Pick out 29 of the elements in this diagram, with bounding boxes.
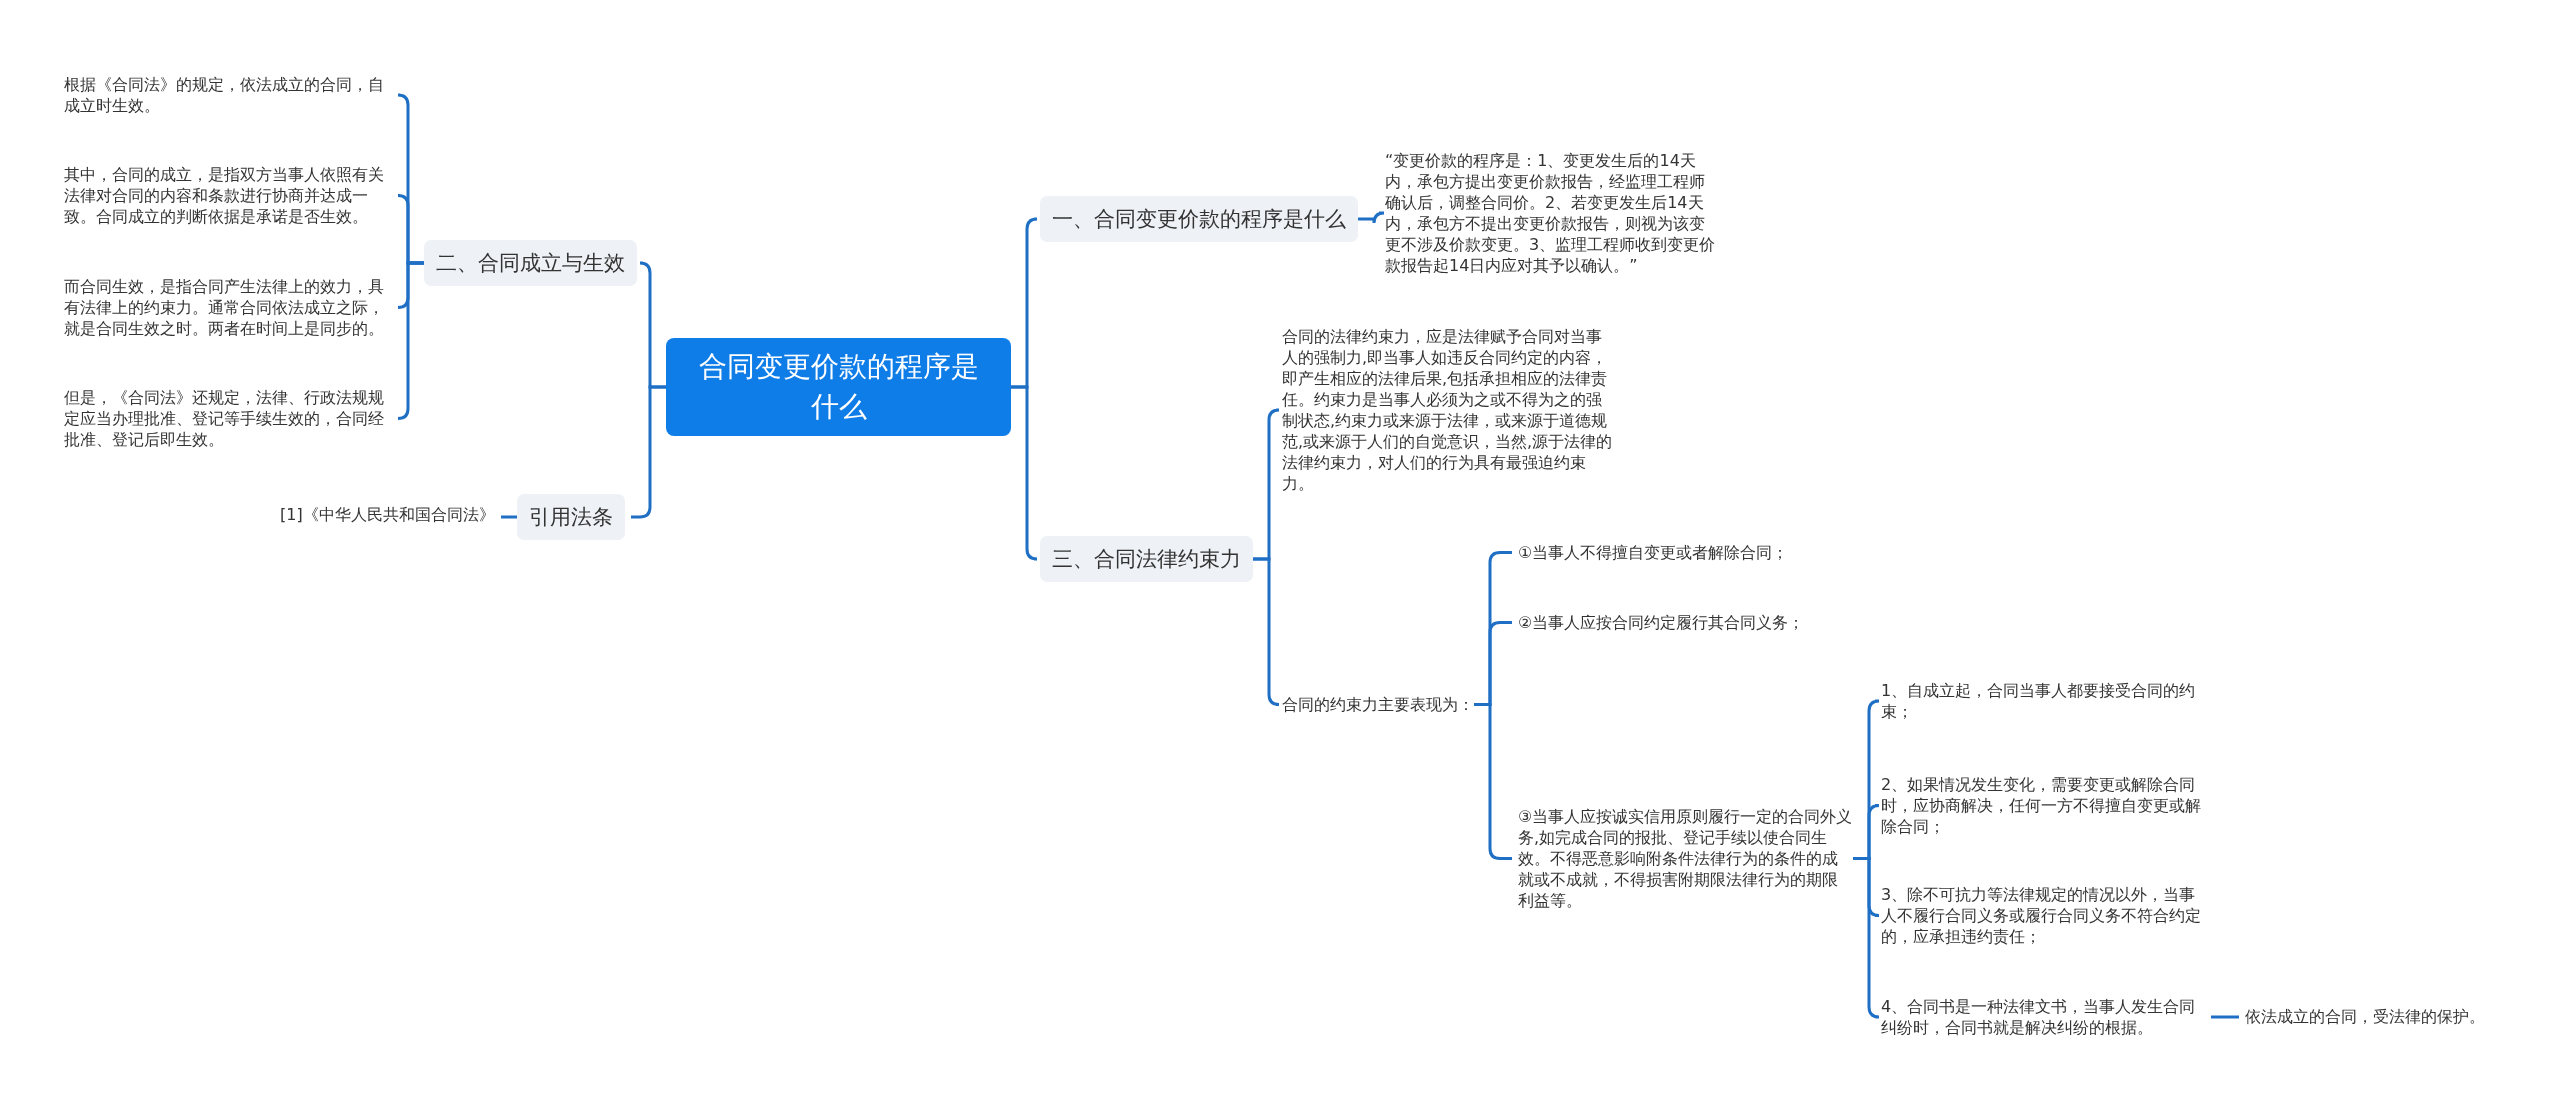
note-text: 1、自成立起，合同当事人都要接受合同的约束；	[1881, 680, 2211, 722]
connector-line	[501, 515, 517, 519]
connector-line	[1011, 385, 1039, 561]
connector-line	[1853, 857, 1881, 1019]
topic-box: 引用法条	[517, 494, 625, 540]
note-text: “变更价款的程序是：1、变更发生后的14天内，承包方提出变更价款报告，经监理工程师确认后，调整合同价。2、若变更发生后14天内，承包方不提出变更价款报告，则视为该变更不涉及价款变更。3、监理工程师收到变更价款报告起14日内应对其予以确认。”	[1385, 150, 1720, 276]
note-text: 4、合同书是一种法律文书，当事人发生合同纠纷时，合同书就是解决纠纷的根据。	[1881, 996, 2211, 1038]
note-text: 3、除不可抗力等法律规定的情况以外，当事人不履行合同义务或履行合同义务不符合约定的，应承担违约责任；	[1881, 884, 2211, 947]
connector-line	[1253, 557, 1281, 706]
note-text: 2、如果情况发生变化，需要变更或解除合同时，应协商解决，任何一方不得擅自变更或解除合同；	[1881, 774, 2211, 837]
connector-line	[631, 385, 666, 519]
connector-line	[396, 261, 424, 420]
note-text: ①当事人不得擅自变更或者解除合同；	[1518, 542, 1789, 563]
note-text: 而合同生效，是指合同产生法律上的效力，具有法律上的约束力。通常合同依法成立之际，就是合同生效之时。两者在时间上是同步的。	[64, 276, 394, 339]
topic-box: 一、合同变更价款的程序是什么	[1040, 196, 1358, 242]
note-text: 根据《合同法》的规定，依法成立的合同，自成立时生效。	[64, 74, 394, 116]
note-text: 但是，《合同法》还规定，法律、行政法规规定应当办理批准、登记等手续生效的，合同经批准、登记后即生效。	[64, 387, 394, 450]
note-text: 其中，合同的成立，是指双方当事人依照有关法律对合同的内容和条款进行协商并达成一致。合同成立的判断依据是承诺是否生效。	[64, 164, 394, 227]
note-text: ②当事人应按合同约定履行其合同义务；	[1518, 612, 1805, 633]
note-text: 合同的约束力主要表现为：	[1282, 694, 1474, 715]
note-text: 合同的法律约束力，应是法律赋予合同对当事人的强制力,即当事人如违反合同约定的内容，即产生相应的法律后果,包括承担相应的法律责任。约束力是当事人必须为之或不得为之的强制状态,约束力或来源于法律，或来源于道德规范,或来源于人们的自觉意识，当然,源于法律的法律约束力，对人们的行为具有最强迫约束力。	[1282, 326, 1617, 494]
topic-box: 三、合同法律约束力	[1040, 536, 1253, 582]
note-text: ③当事人应按诚实信用原则履行一定的合同外义务,如完成合同的报批、登记手续以使合同生效。不得恶意影响附条件法律行为的条件的成就或不成就，不得损害附期限法律行为的期限利益等。	[1518, 806, 1853, 911]
note-text: [1]《中华人民共和国合同法》	[280, 504, 495, 525]
central-topic-box: 合同变更价款的程序是什么	[666, 338, 1011, 436]
connector-line	[1358, 211, 1386, 225]
note-text: 依法成立的合同，受法律的保护。	[2245, 1006, 2485, 1027]
topic-box: 二、合同成立与生效	[424, 240, 637, 286]
connector-line	[2211, 1015, 2239, 1019]
